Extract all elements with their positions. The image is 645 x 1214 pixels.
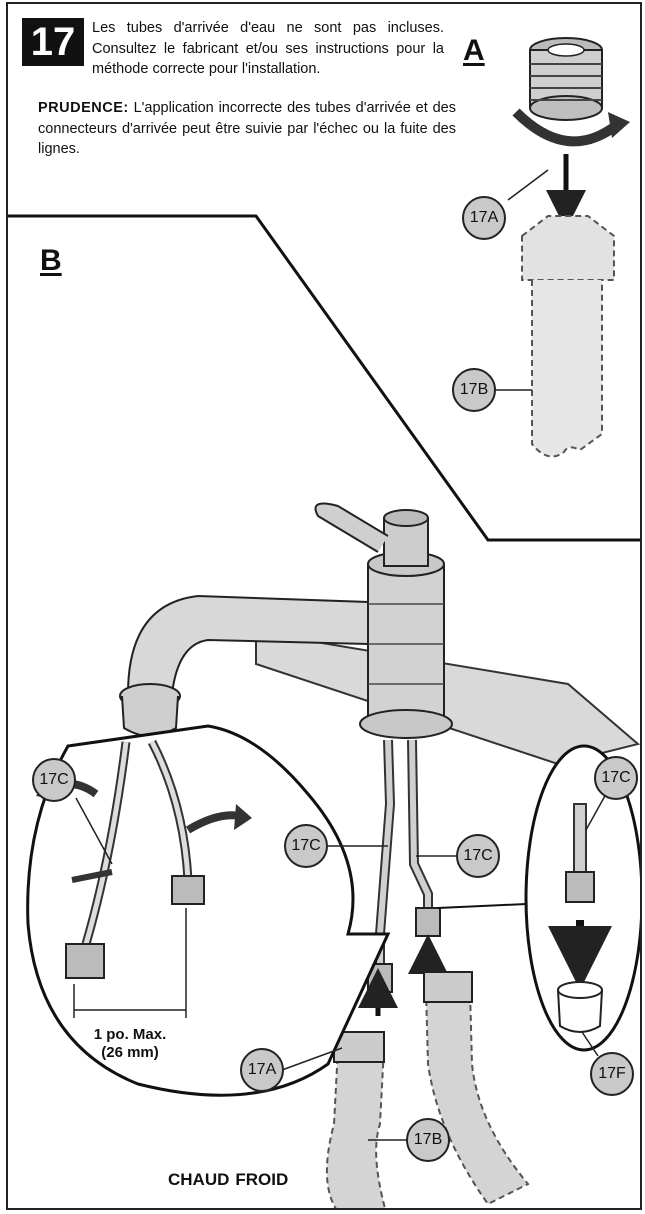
caution-text: L'application incorrecte des tubes d'arr… <box>38 100 456 157</box>
callout-17b-section-b: 17B <box>406 1118 450 1162</box>
installation-illustration <box>8 37 640 1208</box>
faucet-illustration <box>119 502 640 766</box>
callout-17c-cold-line: 17C <box>456 834 500 878</box>
callout-17a-section-a: 17A <box>462 196 506 240</box>
callout-17c-detail-right: 17C <box>594 756 638 800</box>
callout-17b-section-a: 17B <box>452 368 496 412</box>
instruction-panel: 17 Les tubes d'arrivée d'eau ne sont pas… <box>6 2 642 1210</box>
callout-17c-hot-line: 17C <box>284 824 328 868</box>
rotate-arrow-icon <box>512 108 622 147</box>
section-b-label: B <box>40 244 62 277</box>
callout-17c-detail-left: 17C <box>32 758 76 802</box>
cold-supply-hose <box>423 971 530 1206</box>
caution-label: PRUDENCE: <box>38 100 129 116</box>
max-spacing-dimension: 1 po. Max. (26 mm) <box>60 1026 200 1062</box>
hot-label: CHAUD <box>168 1170 230 1189</box>
dimension-metric: (26 mm) <box>101 1044 159 1061</box>
callout-17f: 17F <box>590 1052 634 1096</box>
connector-detail-view <box>437 744 640 1052</box>
hot-supply-hose <box>325 1031 386 1208</box>
section-divider-line <box>8 214 640 542</box>
supply-tube-a-illustration <box>521 215 615 458</box>
caution-note: PRUDENCE: L'application incorrecte des t… <box>38 98 456 160</box>
callout-17a-section-b: 17A <box>240 1048 284 1092</box>
step-number-badge: 17 <box>22 18 84 66</box>
dimension-imperial: 1 po. Max. <box>93 1026 167 1043</box>
spacing-detail-view <box>26 724 391 1097</box>
threaded-adapter-illustration <box>529 37 603 121</box>
cold-label: FROID <box>235 1170 289 1189</box>
section-a-label: A <box>463 34 485 67</box>
hot-cold-labels: CHAUD FROID <box>168 1170 294 1190</box>
supply-tubes-note: Les tubes d'arrivée d'eau ne sont pas in… <box>92 20 444 77</box>
